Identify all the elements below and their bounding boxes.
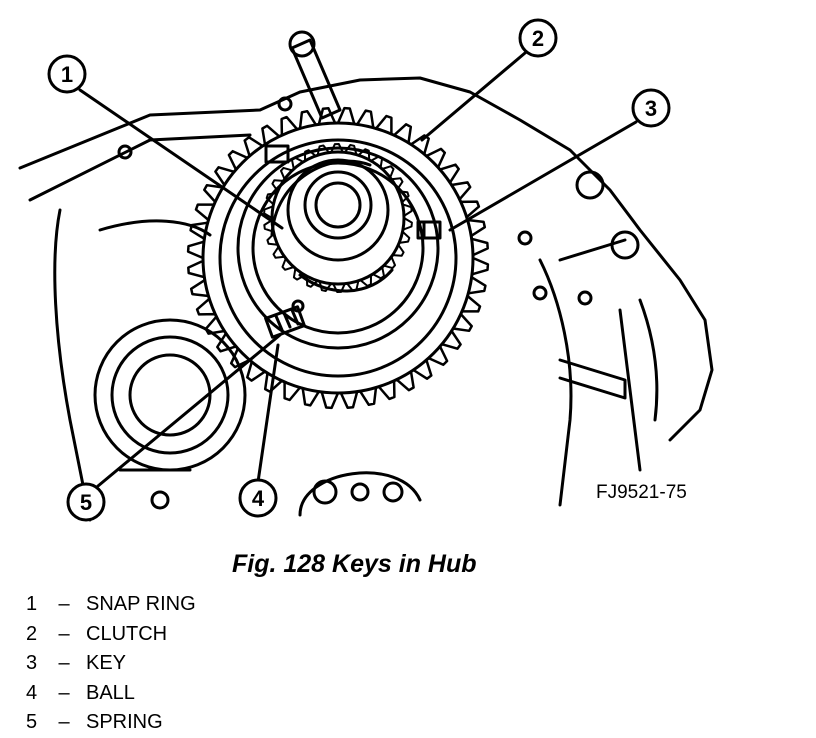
- key-right: [416, 220, 442, 240]
- legend-dash: –: [58, 681, 70, 704]
- legend-label: SPRING: [86, 711, 163, 734]
- leader-line-1: [78, 88, 284, 230]
- legend-label: SNAP RING: [86, 593, 196, 616]
- figure-code: FJ9521-75: [596, 482, 687, 503]
- legend-number: 5: [26, 711, 38, 734]
- legend-dash: –: [58, 711, 70, 734]
- legend-number: 2: [26, 622, 38, 645]
- callout-1: 1: [47, 54, 87, 94]
- svg-text:5: 5: [80, 490, 92, 515]
- callout-2: 2: [518, 18, 558, 58]
- legend-number: 1: [26, 593, 38, 616]
- spring-and-ball: [264, 299, 306, 339]
- snap-ring: [270, 159, 394, 293]
- callout-3: 3: [631, 88, 671, 128]
- legend-label: BALL: [86, 681, 135, 704]
- leader-line-4: [256, 343, 280, 484]
- callout-5: 5: [66, 482, 106, 522]
- legend-label: CLUTCH: [86, 622, 168, 645]
- legend-dash: –: [58, 622, 70, 645]
- legend-item: 1 – SNAP RING: [26, 590, 196, 620]
- legend-number: 3: [26, 652, 38, 675]
- legend-item: 2 – CLUTCH: [26, 620, 196, 650]
- clutch-sleeve: [186, 106, 490, 410]
- legend-number: 4: [26, 681, 38, 704]
- svg-text:1: 1: [61, 62, 73, 87]
- case-housing: [18, 30, 714, 522]
- leader-line-2: [420, 51, 527, 142]
- legend-item: 5 – SPRING: [26, 708, 196, 738]
- svg-text:3: 3: [645, 96, 657, 121]
- svg-text:4: 4: [252, 486, 265, 511]
- legend-dash: –: [58, 652, 70, 675]
- legend-item: 4 – BALL: [26, 679, 196, 709]
- parts-legend: 1 – SNAP RING 2 – CLUTCH 3 – KEY 4 – BAL…: [26, 590, 196, 738]
- legend-item: 3 – KEY: [26, 649, 196, 679]
- leader-line-3: [448, 120, 638, 232]
- legend-dash: –: [58, 593, 70, 616]
- svg-text:2: 2: [532, 26, 544, 51]
- hub-keys-illustration: 1 2 3 4 5 FJ9521-75: [18, 18, 714, 522]
- figure-caption: Fig. 128 Keys in Hub: [232, 550, 477, 578]
- callout-4: 4: [238, 478, 278, 518]
- legend-label: KEY: [86, 652, 127, 675]
- key-top: [264, 144, 290, 164]
- leader-line-5: [96, 333, 282, 488]
